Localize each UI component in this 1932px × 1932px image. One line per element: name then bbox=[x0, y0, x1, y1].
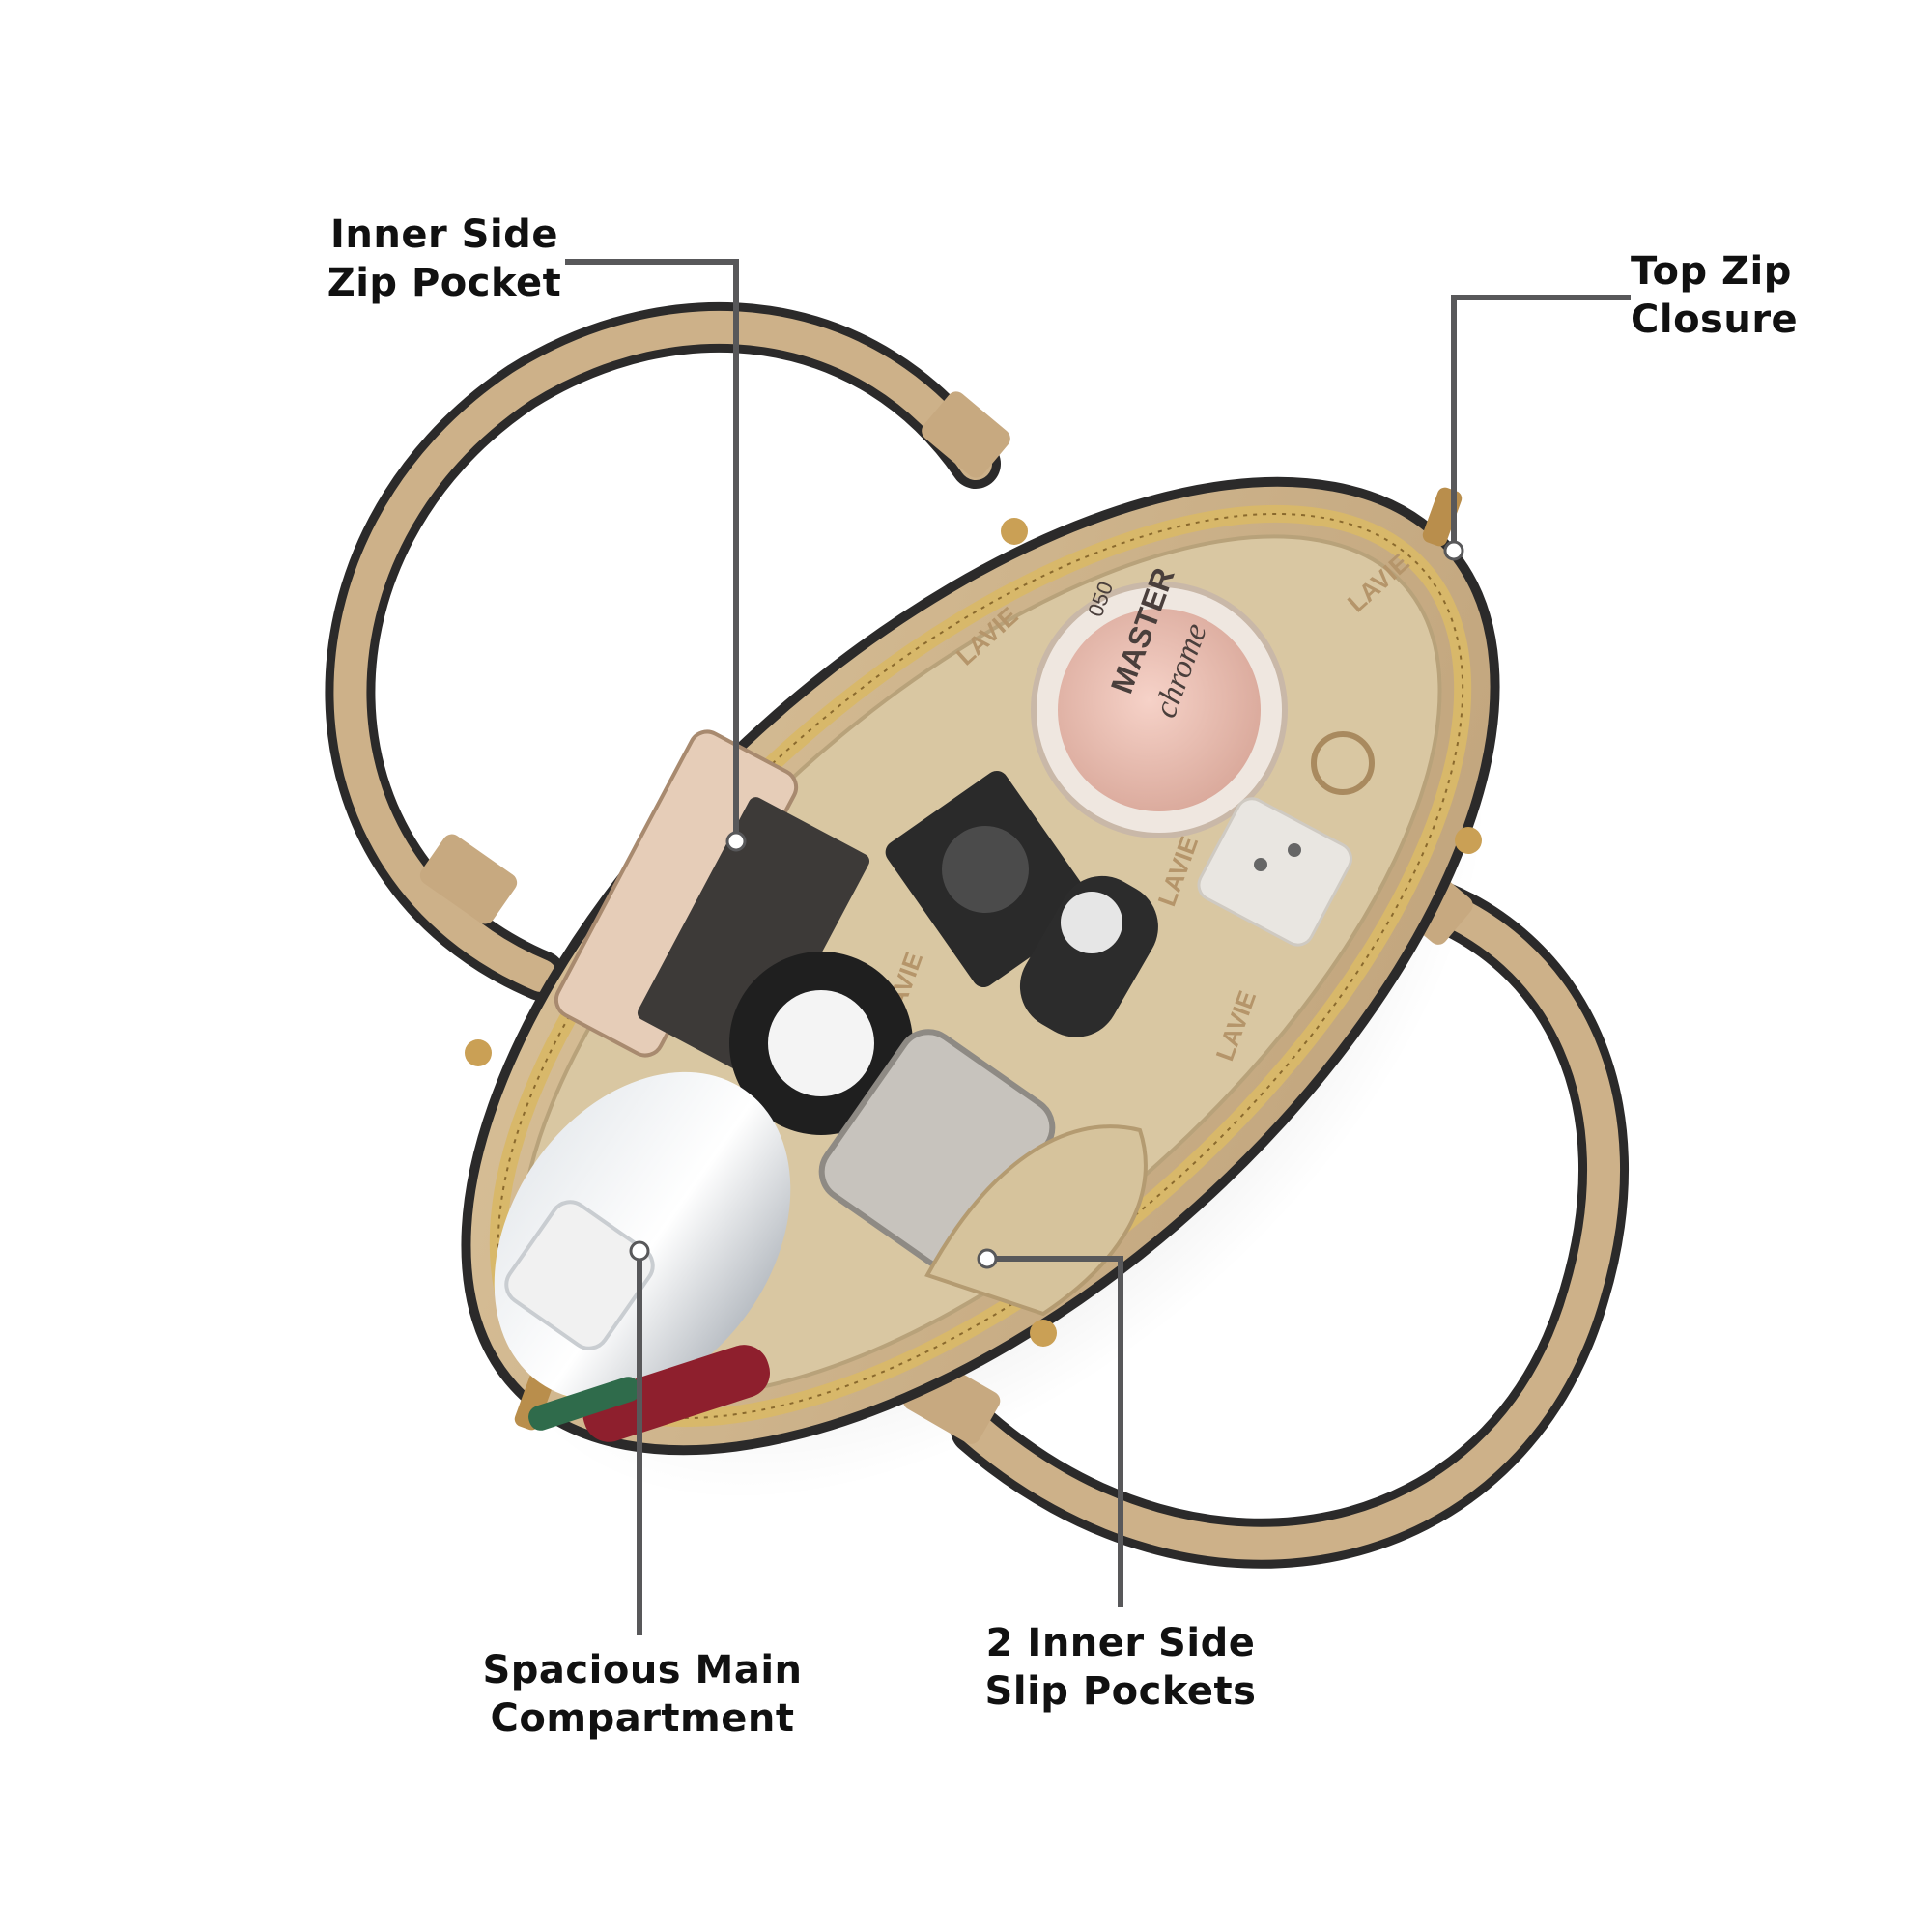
callout-spacious-main-compartment: Spacious Main Compartment bbox=[469, 1646, 816, 1743]
callout-line: Spacious Main bbox=[482, 1648, 803, 1692]
lipstick bbox=[582, 1345, 770, 1442]
roll-on-bottle bbox=[1019, 875, 1158, 1037]
callout-inner-side-slip-pockets: 2 Inner Side Slip Pockets bbox=[976, 1619, 1265, 1716]
leader-inner-zip-pocket bbox=[565, 259, 739, 841]
leader-dots bbox=[629, 540, 1464, 1269]
notebook bbox=[637, 797, 870, 1077]
monogram-icon bbox=[1311, 731, 1375, 795]
leader-lines bbox=[565, 259, 1631, 1635]
charger bbox=[1197, 797, 1353, 947]
callout-line: 2 Inner Side bbox=[985, 1621, 1256, 1665]
leader-slip-pockets bbox=[987, 1256, 1123, 1607]
left-handle bbox=[325, 301, 1010, 1001]
callout-line: Zip Pocket bbox=[327, 261, 562, 305]
callout-inner-side-zip-pocket: Inner Side Zip Pocket bbox=[319, 211, 570, 307]
callout-line: Slip Pockets bbox=[984, 1669, 1257, 1714]
callout-top-zip-closure: Top Zip Closure bbox=[1631, 247, 1824, 344]
white-bottle bbox=[494, 1071, 791, 1402]
leader-top-zip-closure bbox=[1451, 295, 1631, 551]
callout-line: Top Zip bbox=[1631, 249, 1792, 294]
callout-line: Inner Side bbox=[330, 213, 558, 257]
pen bbox=[528, 1377, 640, 1431]
bag-contents: MASTER chrome 050 bbox=[494, 563, 1353, 1442]
callout-line: Closure bbox=[1631, 298, 1799, 342]
callout-line: Compartment bbox=[490, 1696, 795, 1741]
makeup-compact: MASTER chrome 050 bbox=[1031, 563, 1288, 838]
